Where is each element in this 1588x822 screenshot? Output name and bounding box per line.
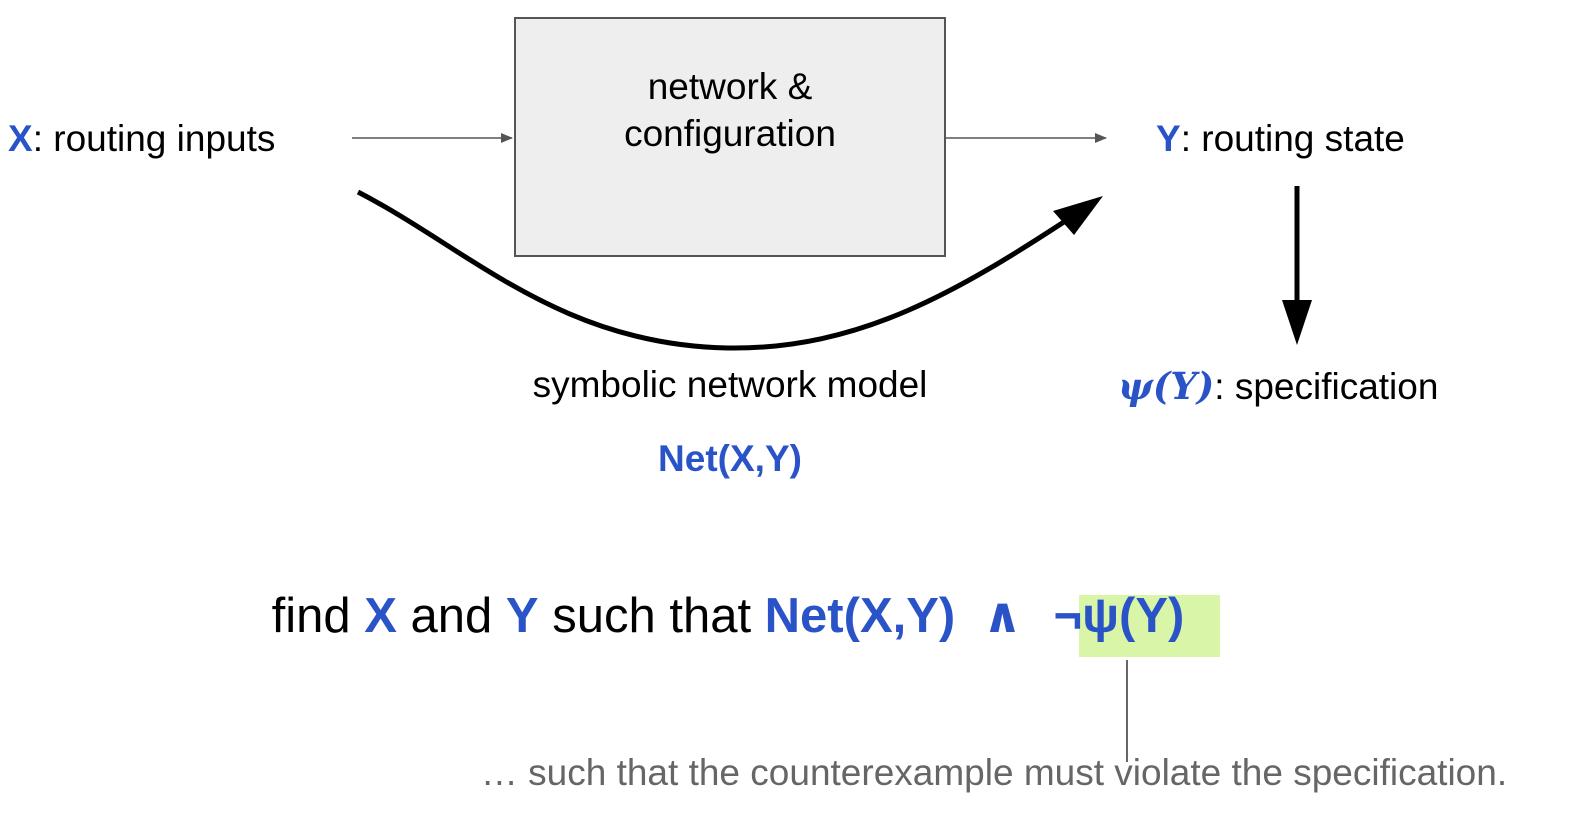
routing-inputs-text: : routing inputs	[32, 118, 276, 159]
symbolic-model-curve	[356, 189, 1072, 351]
specification-text: : specification	[1214, 366, 1439, 407]
routing-state-label: Y: routing state	[1156, 120, 1405, 157]
formula-y: Y	[505, 589, 539, 643]
box-label-line2: configuration	[624, 113, 836, 154]
formula-wedge: ∧	[982, 589, 1023, 643]
box-label-line1: network &	[647, 66, 813, 107]
input-variable-x: X	[8, 118, 33, 159]
symbolic-model-arrowhead	[1053, 196, 1103, 235]
counterexample-note: … such that the counterexample must viol…	[480, 752, 1508, 793]
formula-find: find	[271, 589, 365, 643]
network-configuration-box	[514, 17, 946, 257]
formula-x: X	[364, 589, 397, 643]
formula-net: Net(X,Y)	[764, 589, 956, 643]
symbolic-model-label: symbolic network model	[532, 364, 928, 405]
net-expression: Net(X,Y)	[658, 438, 802, 479]
formula-such-that: such that	[538, 589, 765, 643]
box-label: network & configuration	[515, 18, 945, 256]
state-variable-y: Y	[1156, 118, 1181, 159]
routing-inputs-label: X: routing inputs	[8, 120, 275, 157]
spec-expression: ψ(Y)	[1118, 364, 1215, 408]
routing-state-text: : routing state	[1180, 118, 1405, 159]
formula-negated-spec: ¬ψ(Y)	[1053, 589, 1185, 643]
formula-and: and	[396, 589, 506, 643]
state-to-spec-arrowhead	[1282, 300, 1312, 345]
negated-spec-highlight	[1079, 595, 1220, 657]
specification-label: ψ(Y): specification	[1118, 366, 1439, 407]
query-formula: find X and Y such that Net(X,Y) ∧ ¬ψ(Y)	[0, 589, 1460, 644]
